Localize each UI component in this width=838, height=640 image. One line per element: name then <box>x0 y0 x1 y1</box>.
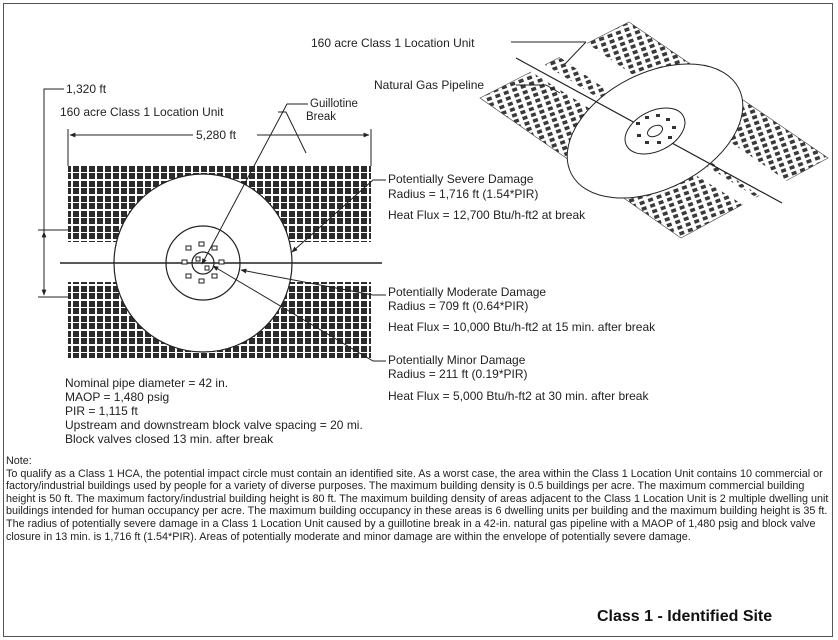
moderate-radius: Radius = 709 ft (0.64*PIR) <box>388 299 529 313</box>
severe-radius: Radius = 1,716 ft (1.54*PIR) <box>388 187 539 201</box>
minor-leader <box>212 265 386 362</box>
guillotine-label-line2: Break <box>306 111 337 123</box>
location-unit-label-iso: 160 acre Class 1 Location Unit <box>311 36 475 50</box>
pipeline-label: Natural Gas Pipeline <box>374 78 485 92</box>
minor-damage-circle <box>191 251 215 275</box>
guillotine-leader <box>201 103 308 265</box>
dim-1320-label: 1,320 ft <box>66 82 107 96</box>
spec-maop: MAOP = 1,480 psig <box>65 390 170 404</box>
spec-pir: PIR = 1,115 ft <box>65 404 138 418</box>
location-unit-label-plan: 160 acre Class 1 Location Unit <box>60 105 224 119</box>
guillotine-label-line1: Guillotine <box>310 98 358 110</box>
spec-valve-spacing: Upstream and downstream block valve spac… <box>65 418 363 432</box>
plan-view <box>38 88 386 362</box>
drawing-title: Class 1 - Identified Site <box>597 608 773 625</box>
note-heading: Note: <box>6 455 32 467</box>
drawing-frame <box>3 3 833 637</box>
spec-pipe-diameter: Nominal pipe diameter = 42 in. <box>65 376 229 390</box>
identified-site-buildings <box>181 241 225 284</box>
dim-5280-label: 5,280 ft <box>196 128 237 142</box>
minor-title: Potentially Minor Damage <box>388 353 526 367</box>
moderate-leader <box>240 268 386 296</box>
severe-flux: Heat Flux = 12,700 Btu/h-ft2 at break <box>388 208 586 222</box>
note-body: To qualify as a Class 1 HCA, the potenti… <box>6 467 829 543</box>
note-block: Note: To qualify as a Class 1 HCA, the p… <box>6 455 832 543</box>
moderate-title: Potentially Moderate Damage <box>388 285 547 299</box>
minor-flux: Heat Flux = 5,000 Btu/h-ft2 at 30 min. a… <box>388 389 649 403</box>
severe-leader <box>291 179 386 253</box>
spec-valve-closure: Block valves closed 13 min. after break <box>65 432 274 446</box>
isometric-view <box>479 21 829 239</box>
moderate-flux: Heat Flux = 10,000 Btu/h-ft2 at 15 min. … <box>388 320 656 334</box>
severe-title: Potentially Severe Damage <box>388 172 534 186</box>
minor-radius: Radius = 211 ft (0.19*PIR) <box>388 367 528 381</box>
